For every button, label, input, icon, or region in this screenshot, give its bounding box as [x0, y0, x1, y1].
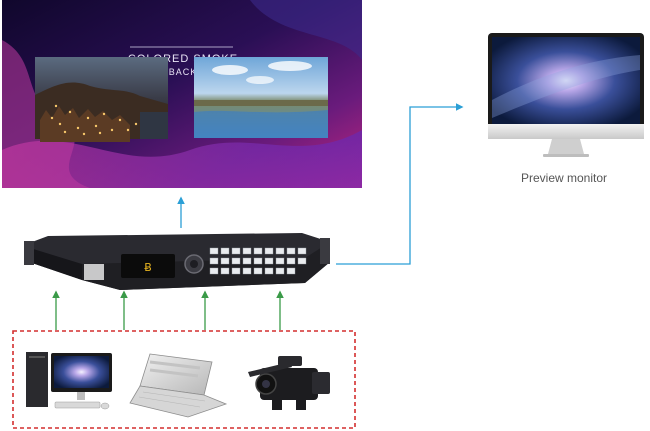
video-processor-device: Ƀ	[24, 233, 330, 290]
preview-monitor	[488, 33, 644, 157]
device-display-text: Ƀ	[144, 261, 152, 274]
screen-subtitle: BACK	[169, 67, 198, 77]
lake-window-image	[194, 57, 328, 138]
video-camera-icon	[248, 356, 330, 410]
preview-monitor-label: Preview monitor	[521, 171, 607, 185]
desktop-computer-icon	[26, 352, 112, 410]
city-window-image	[35, 57, 168, 142]
laptop-icon	[129, 353, 228, 418]
input-sources-box	[12, 330, 356, 429]
output-arrow-to-preview	[336, 103, 464, 265]
led-screen: COLORED SMOKE BACK	[2, 0, 362, 188]
